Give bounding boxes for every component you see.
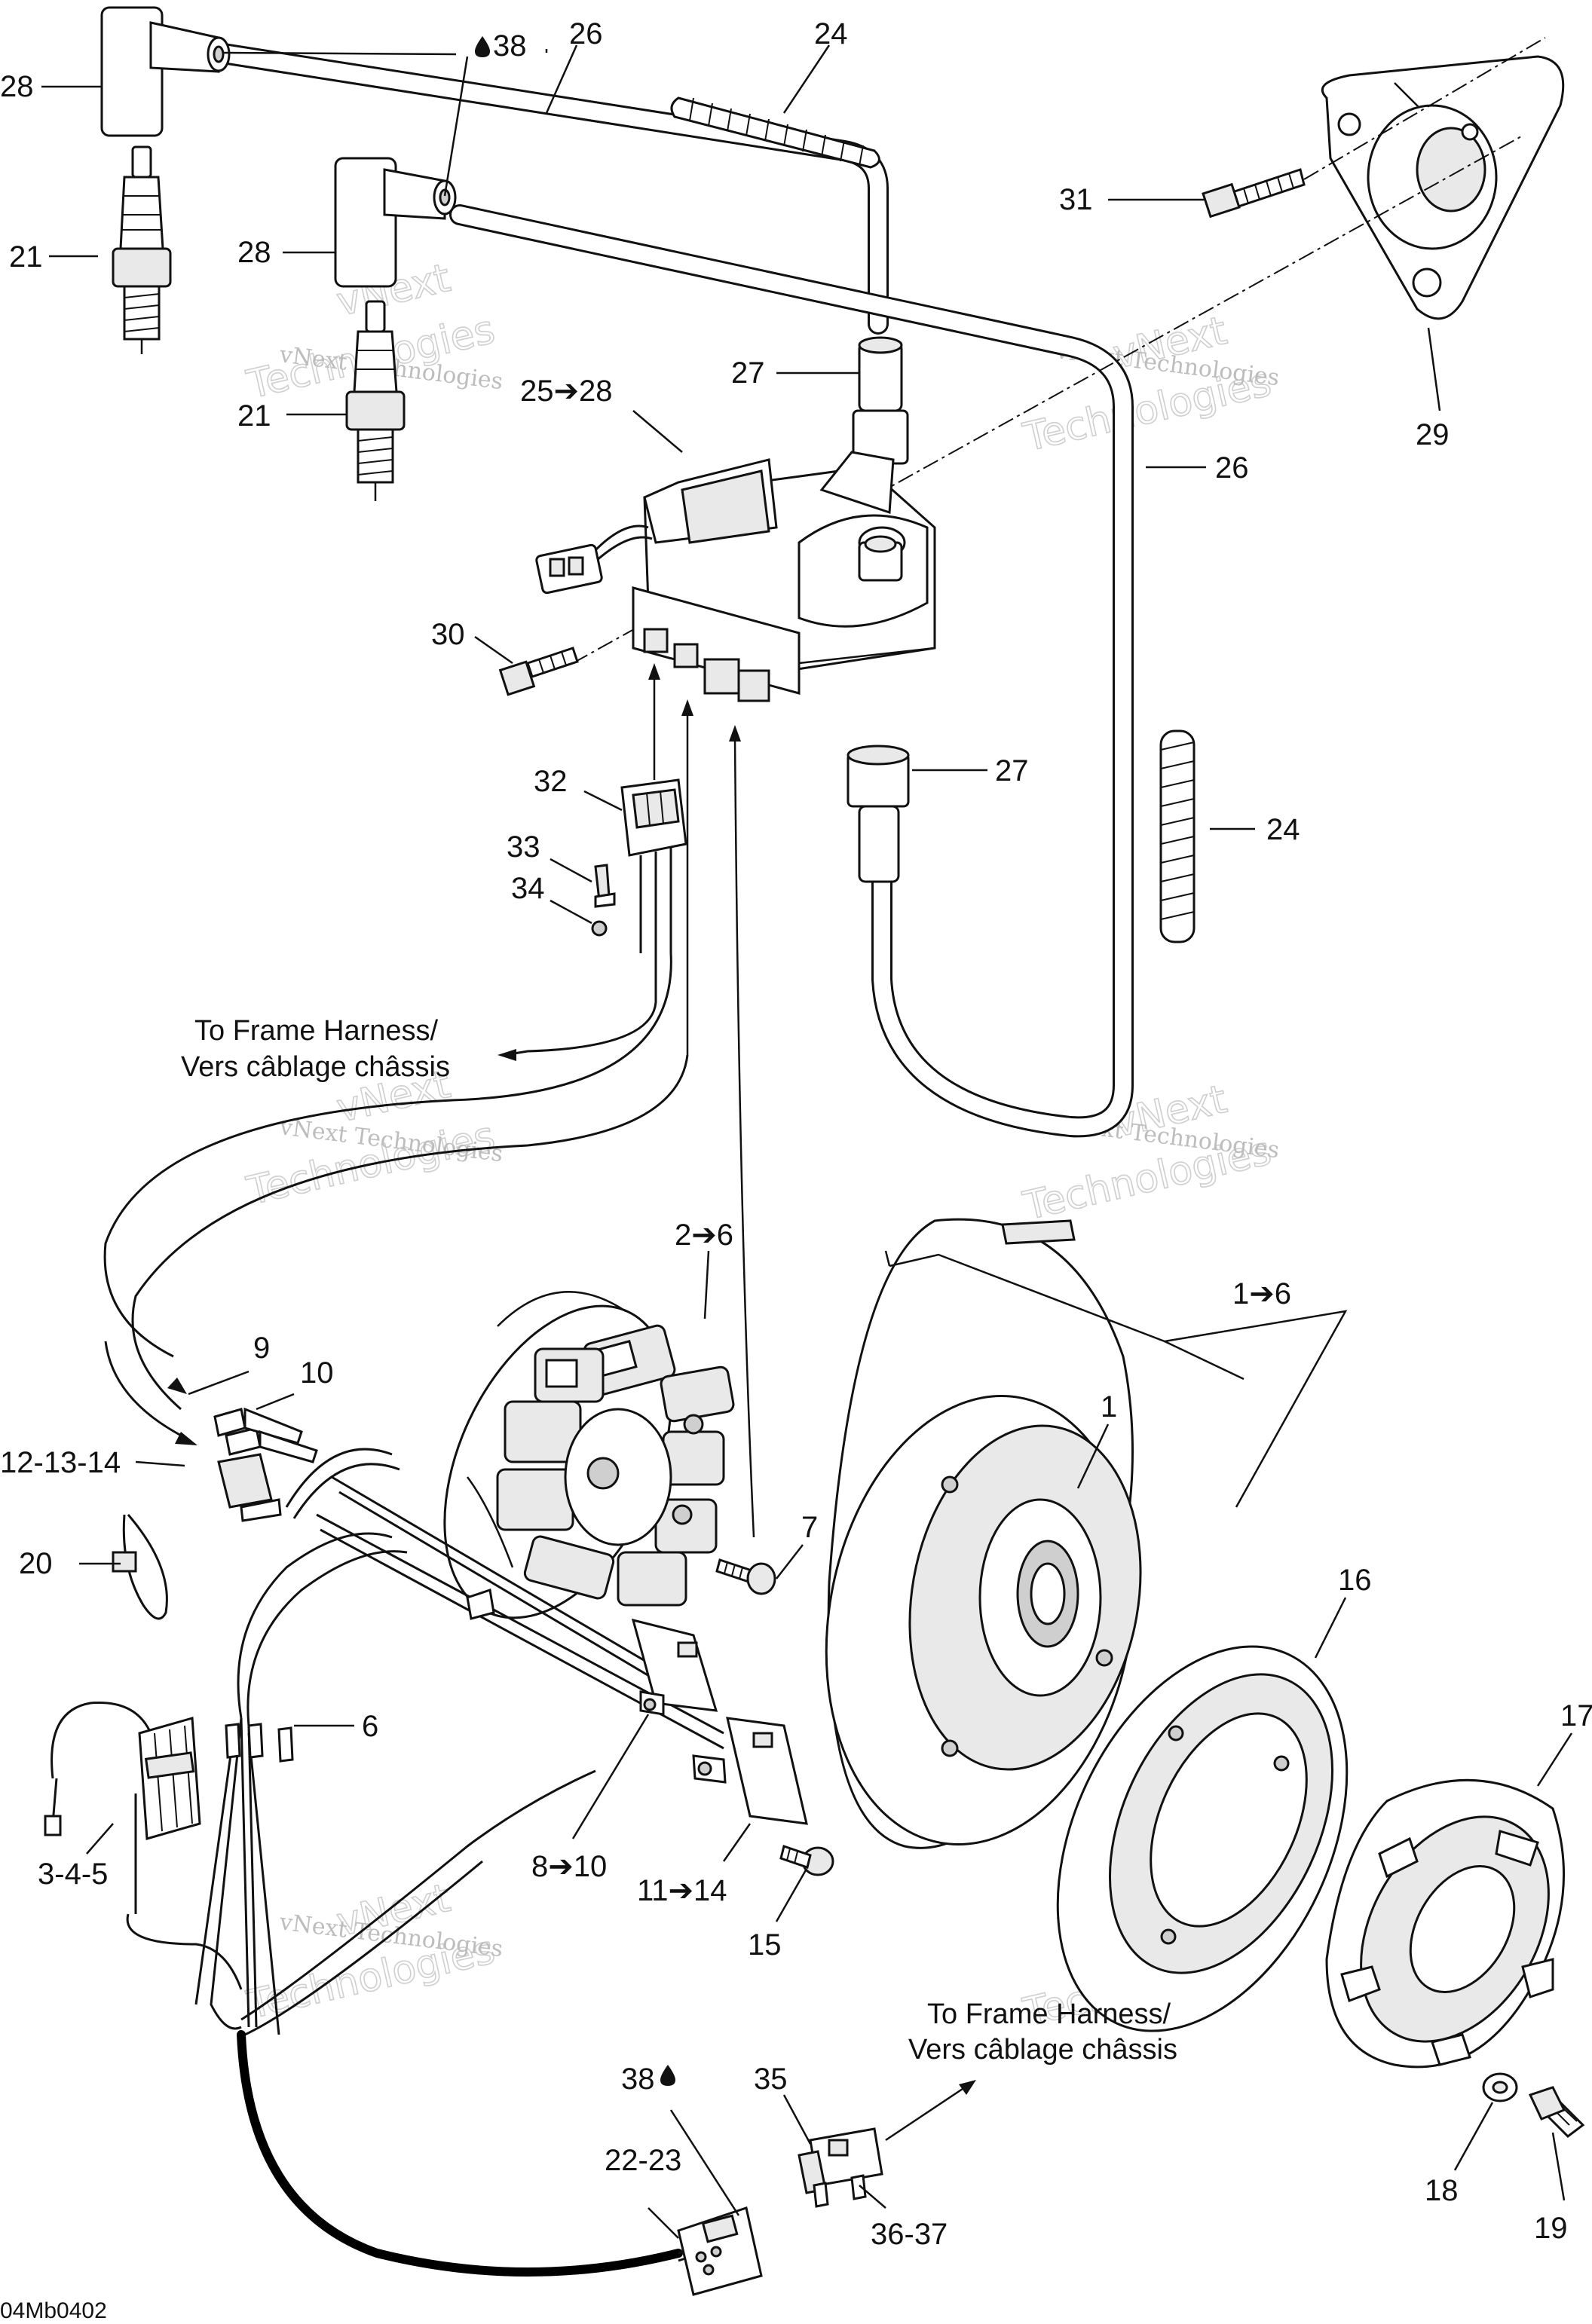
callout-38: 38 [621, 2063, 655, 2096]
callout-32: 32 [534, 765, 568, 798]
high-tension-wire-lower [449, 204, 1134, 1138]
harness-connector [677, 2206, 763, 2296]
spark-plug-cap-upper [100, 6, 231, 137]
callout-26: 26 [1215, 451, 1249, 485]
wire-terminals [225, 1723, 294, 1763]
note-frame-harness-bottom: To Frame Harness/ Vers câblage châssis [908, 1998, 1177, 2066]
assembly-arrows [648, 663, 755, 1538]
magneto-cover [1325, 1778, 1566, 2069]
callout-34: 34 [511, 872, 545, 905]
callout-24: 24 [814, 17, 848, 50]
bullet-connectors [213, 1407, 318, 1522]
callout-11-14: 11➔14 [637, 1874, 727, 1907]
terminal-seal [591, 920, 608, 937]
callout-10: 10 [300, 1356, 334, 1390]
callout-15: 15 [748, 1928, 782, 1962]
note-line-2: Vers câblage châssis [181, 1051, 450, 1083]
callout-labels: 28 38 26 24 21 28 31 21 25➔28 27 26 29 3… [0, 17, 1592, 2251]
callout-28: 28 [0, 70, 34, 103]
leader-lines [41, 44, 1573, 2239]
frame-harness-arrow [885, 2080, 976, 2142]
bracket-screw [1202, 168, 1306, 219]
note-line-1: To Frame Harness/ [194, 1015, 439, 1047]
callout-24: 24 [1266, 813, 1300, 846]
coil-screw [498, 647, 579, 696]
callout-38: 38 [493, 29, 527, 63]
trigger-coil [316, 1475, 724, 1750]
callout-7: 7 [801, 1511, 818, 1544]
harness-cables [103, 953, 702, 2277]
callout-2-6: 2➔6 [675, 1219, 733, 1252]
flywheel [825, 1218, 1142, 1849]
callout-12-13-14: 12-13-14 [0, 1446, 121, 1479]
spark-plug-cap-lower [334, 157, 457, 288]
note-line-2: Vers câblage châssis [908, 2034, 1177, 2066]
callout-20: 20 [19, 1547, 53, 1580]
callout-33: 33 [507, 830, 540, 864]
pickup-screw [779, 1845, 834, 1876]
callout-16: 16 [1338, 1564, 1372, 1597]
callout-28: 28 [237, 236, 271, 269]
oil-drop-icon [475, 36, 490, 57]
wire-boot-upper [852, 336, 909, 465]
callout-21: 21 [9, 240, 43, 274]
callout-31: 31 [1059, 183, 1093, 216]
oil-drop-icon [660, 2065, 675, 2086]
callout-21: 21 [237, 399, 271, 433]
pickup-sensor [692, 1717, 808, 1825]
spiral-wrap-horizontal [670, 96, 880, 169]
stator [443, 1291, 735, 1619]
callout-27: 27 [731, 356, 765, 390]
spiral-wrap-vertical [1159, 729, 1196, 943]
note-line-1: To Frame Harness/ [927, 1998, 1171, 2030]
frame-connector [798, 2127, 883, 2208]
note-frame-harness-top: To Frame Harness/ Vers câblage châssis [181, 1015, 450, 1083]
coil-connector [620, 778, 687, 953]
callout-36-37: 36-37 [871, 2218, 948, 2251]
callout-29: 29 [1416, 418, 1450, 451]
wire-boot-lower [847, 745, 910, 883]
cable-tie [112, 1514, 168, 1620]
spark-plug-lower [345, 300, 406, 501]
callout-25-28: 25➔28 [520, 375, 613, 408]
callout-19: 19 [1534, 2212, 1568, 2245]
callout-1: 1 [1101, 1390, 1117, 1423]
callout-35: 35 [754, 2063, 788, 2096]
callout-18: 18 [1425, 2174, 1459, 2207]
callout-26: 26 [569, 17, 603, 50]
callout-9: 9 [253, 1332, 270, 1365]
cover-screw [1528, 2086, 1585, 2138]
ignition-bracket [1321, 55, 1565, 320]
spark-plug-upper [112, 145, 172, 354]
washer [1482, 2072, 1518, 2102]
sensor-connector [44, 1702, 201, 1840]
bracket-axis-line [1303, 37, 1546, 180]
starter-cup [1056, 1645, 1349, 2032]
callout-30: 30 [431, 618, 465, 651]
terminal [594, 864, 616, 908]
callout-17: 17 [1560, 1699, 1592, 1732]
callout-27: 27 [995, 754, 1029, 787]
callout-8-10: 8➔10 [531, 1850, 607, 1883]
callout-3-4-5: 3-4-5 [38, 1858, 108, 1891]
callout-22-23: 22-23 [605, 2144, 681, 2177]
callout-1-6: 1➔6 [1232, 1277, 1291, 1310]
diagram-code: 04Mb0402 [0, 2298, 107, 2323]
callout-6: 6 [362, 1710, 378, 1743]
ignition-coil [535, 451, 936, 702]
stator-screw [715, 1558, 776, 1595]
